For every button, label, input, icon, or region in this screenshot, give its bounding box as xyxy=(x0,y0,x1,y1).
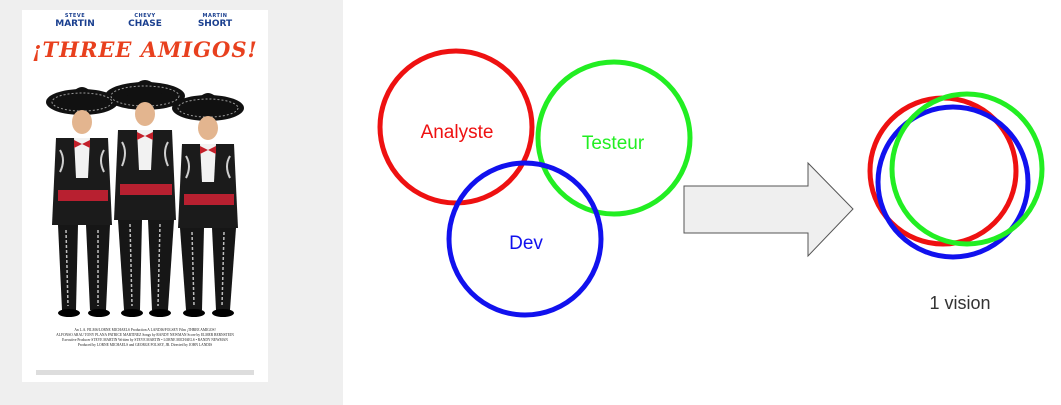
credit-line: An L.A. FILMS/LORNE MICHAELS Production … xyxy=(74,328,216,332)
transition-arrow-icon xyxy=(683,161,854,258)
poster-actor-3: MARTIN SHORT xyxy=(180,14,250,29)
poster-artwork xyxy=(36,80,254,375)
credit-line: ALFONSO ARAU TONY PLANA PATRICE MARTINEZ… xyxy=(56,332,234,337)
merged-dev-circle xyxy=(875,104,1031,260)
actor-last-name: SHORT xyxy=(197,19,233,29)
amigo-right-figure xyxy=(178,144,238,228)
analyste-label: Analyste xyxy=(421,122,494,143)
actor-last-name: MARTIN xyxy=(55,19,95,29)
actor-first-name: CHEVY xyxy=(134,13,156,19)
dev-label: Dev xyxy=(509,233,543,254)
amigo-left-figure xyxy=(52,138,112,225)
credit-line: Produced by LORNE MICHAELS and GEORGE FO… xyxy=(77,342,213,347)
poster-panel: STEVE MARTIN CHEVY CHASE MARTIN SHORT ¡T… xyxy=(0,0,343,405)
testeur-label: Testeur xyxy=(582,133,645,154)
poster-actor-1: STEVE MARTIN xyxy=(40,14,110,29)
actor-first-name: STEVE xyxy=(64,13,86,19)
poster-title: ¡THREE AMIGOS! xyxy=(32,37,258,62)
movie-poster: STEVE MARTIN CHEVY CHASE MARTIN SHORT ¡T… xyxy=(22,10,268,382)
amigo-center-figure xyxy=(114,130,176,220)
dev-circle xyxy=(446,160,604,318)
poster-actor-2: CHEVY CHASE xyxy=(110,14,180,29)
venn-diagram: Analyste Testeur Dev xyxy=(343,0,1061,405)
diagram-canvas: Analyste Testeur Dev xyxy=(377,48,1045,318)
result-label: 1 vision xyxy=(929,293,991,313)
actor-first-name: MARTIN xyxy=(202,13,228,19)
testeur-circle xyxy=(535,59,693,217)
merged-testeur-circle xyxy=(889,91,1045,247)
poster-credits: An L.A. FILMS/LORNE MICHAELS Production … xyxy=(40,328,250,347)
actor-last-name: CHASE xyxy=(128,19,162,29)
credit-line: Executive Producer STEVE MARTIN Written … xyxy=(62,337,228,342)
